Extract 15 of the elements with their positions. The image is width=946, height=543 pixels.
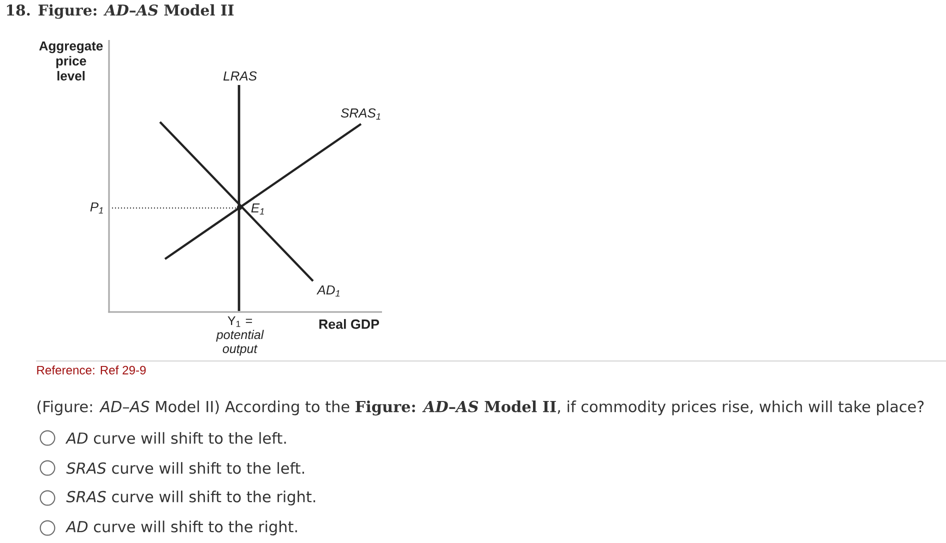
answer-option: AD curve will shift to the left.: [65, 432, 286, 444]
answer-option: SRAS curve will shift to the right.: [66, 490, 316, 506]
tick-label: Y$_{1}$ = potential output: [216, 316, 264, 356]
answer-option: SRAS curve will shift to the left.: [66, 462, 304, 474]
reference-note: Reference: Ref 29-9: [37, 366, 146, 374]
curve-label: SRAS$_{1}$: [340, 108, 380, 120]
tick-label: P$_{1}$: [90, 202, 103, 214]
question-text: (Figure: AD–AS Model II) According to the Figure: AD–AS Model II, if commodity prices rise, which will take place?: [38, 400, 924, 416]
answer-option: AD curve will shift to the right.: [65, 520, 297, 536]
curve-label: LRAS: [223, 71, 257, 81]
curve-label: AD$_{1}$: [316, 285, 340, 297]
axis-label: Real GDP: [319, 319, 380, 329]
point-label: E$_{1}$: [251, 203, 264, 215]
axis-label: Aggregate price level: [39, 41, 103, 81]
question-title: 18. Figure: AD–AS Model II: [7, 4, 234, 19]
